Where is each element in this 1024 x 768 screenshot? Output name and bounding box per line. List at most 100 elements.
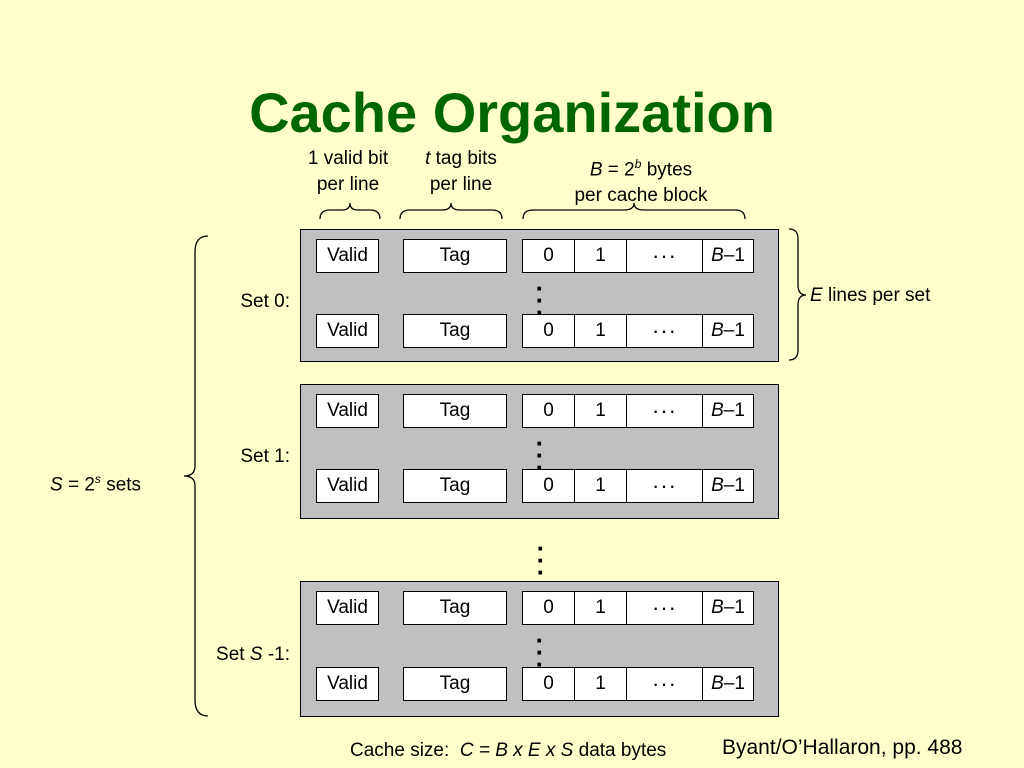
tag-cell: Tag <box>403 667 507 701</box>
ellipsis-cell: ··· <box>626 469 703 503</box>
set-label-last-pre: Set <box>216 644 250 665</box>
sets-eq: = 2 <box>62 474 95 496</box>
byte-0-cell: 0 <box>522 394 575 428</box>
valid-annotation-line2: per line <box>316 174 380 195</box>
vertical-ellipsis: · · · <box>535 428 545 482</box>
lines-brace <box>788 228 807 361</box>
valid-cell: Valid <box>316 394 379 428</box>
byte-1-cell: 1 <box>574 469 627 503</box>
lines-text: lines per set <box>822 285 931 306</box>
valid-cell: Valid <box>316 667 379 701</box>
block-unit: bytes <box>641 159 693 181</box>
tag-bits-var: t <box>425 148 431 169</box>
byte-1-cell: 1 <box>574 591 627 625</box>
byte-1-cell: 1 <box>574 394 627 428</box>
last-byte-var: B <box>711 597 724 618</box>
byte-1-cell: 1 <box>574 239 627 273</box>
valid-bit-annotation: 1 valid bit per line <box>283 146 413 198</box>
tag-bits-annotation: t tag bits per line <box>396 146 526 198</box>
last-byte-rest: –1 <box>723 597 745 618</box>
set-label-1: Set 1: <box>190 445 290 469</box>
ellipsis-text: ··· <box>652 671 677 696</box>
valid-annotation-line1: 1 valid bit <box>307 148 389 169</box>
tag-bits-line2: per line <box>429 174 493 195</box>
byte-1-cell: 1 <box>574 667 627 701</box>
set-label-last: Set S -1: <box>160 643 290 667</box>
last-byte-cell: B–1 <box>702 591 754 625</box>
ellipsis-cell: ··· <box>626 239 703 273</box>
last-byte-rest: –1 <box>723 245 745 266</box>
valid-cell: Valid <box>316 591 379 625</box>
sets-brace <box>183 235 209 717</box>
last-byte-cell: B–1 <box>702 469 754 503</box>
last-byte-var: B <box>711 475 724 496</box>
byte-0-cell: 0 <box>522 469 575 503</box>
tag-brace <box>399 202 503 220</box>
sets-var: S <box>50 474 63 496</box>
last-byte-var: B <box>711 245 724 266</box>
last-byte-rest: –1 <box>723 673 745 694</box>
num-sets-annotation: S = 2s sets <box>50 466 180 498</box>
vertical-ellipsis: · · · <box>535 273 545 327</box>
page-title: Cache Organization <box>249 81 775 144</box>
tag-cell: Tag <box>403 394 507 428</box>
ellipsis-cell: ··· <box>626 314 703 348</box>
last-byte-var: B <box>711 320 724 341</box>
block-brace <box>522 202 746 220</box>
vertical-ellipsis: · · · <box>535 625 545 679</box>
tag-cell: Tag <box>403 239 507 273</box>
last-byte-rest: –1 <box>723 400 745 421</box>
tag-cell: Tag <box>403 469 507 503</box>
sets-vertical-ellipsis: · · · <box>536 533 546 587</box>
cache-size-suffix: data bytes <box>573 740 667 761</box>
block-size-annotation: B = 2b bytes per cache block <box>531 151 751 209</box>
ellipsis-text: ··· <box>652 243 677 268</box>
ellipsis-cell: ··· <box>626 591 703 625</box>
cache-size-prefix: Cache size: <box>350 740 460 761</box>
last-byte-cell: B–1 <box>702 394 754 428</box>
block-line2: per cache block <box>574 185 708 207</box>
ellipsis-cell: ··· <box>626 394 703 428</box>
tag-cell: Tag <box>403 314 507 348</box>
byte-1-cell: 1 <box>574 314 627 348</box>
tag-cell: Tag <box>403 591 507 625</box>
valid-cell: Valid <box>316 239 379 273</box>
set-0-box: Valid Tag 0 1 ··· B–1 · · · Valid Tag 0 … <box>300 229 779 362</box>
sets-exp: s <box>94 472 101 486</box>
sets-text: sets <box>100 474 142 496</box>
byte-0-cell: 0 <box>522 314 575 348</box>
block-eq: = 2 <box>602 159 635 181</box>
last-byte-cell: B–1 <box>702 239 754 273</box>
tag-bits-text: tag bits <box>430 148 497 169</box>
set-1-box: Valid Tag 0 1 ··· B–1 · · · Valid Tag 0 … <box>300 384 779 519</box>
byte-0-cell: 0 <box>522 667 575 701</box>
last-byte-rest: –1 <box>723 475 745 496</box>
ellipsis-text: ··· <box>652 473 677 498</box>
last-byte-cell: B–1 <box>702 667 754 701</box>
byte-0-cell: 0 <box>522 591 575 625</box>
ellipsis-text: ··· <box>652 398 677 423</box>
last-byte-var: B <box>711 673 724 694</box>
valid-cell: Valid <box>316 469 379 503</box>
last-byte-rest: –1 <box>723 320 745 341</box>
block-exp: b <box>634 157 642 171</box>
ellipsis-cell: ··· <box>626 667 703 701</box>
set-label-last-var: S <box>249 644 263 665</box>
set-label-last-post: -1: <box>262 644 290 665</box>
valid-cell: Valid <box>316 314 379 348</box>
source-credit: Byant/O’Hallaron, pp. 488 <box>722 736 963 759</box>
valid-brace <box>319 202 381 220</box>
byte-0-cell: 0 <box>522 239 575 273</box>
last-byte-cell: B–1 <box>702 314 754 348</box>
ellipsis-text: ··· <box>652 595 677 620</box>
set-label-0-text: Set 0: <box>240 291 290 312</box>
set-label-0: Set 0: <box>190 290 290 314</box>
set-last-box: Valid Tag 0 1 ··· B–1 · · · Valid Tag 0 … <box>300 581 779 717</box>
ellipsis-text: ··· <box>652 318 677 343</box>
cache-size-footer: Cache size: C = B x E x S data bytes <box>350 739 740 763</box>
lines-per-set-annotation: E lines per set <box>810 283 970 309</box>
set-label-1-text: Set 1: <box>240 446 290 467</box>
lines-var: E <box>810 285 823 306</box>
block-var: B <box>589 159 603 181</box>
